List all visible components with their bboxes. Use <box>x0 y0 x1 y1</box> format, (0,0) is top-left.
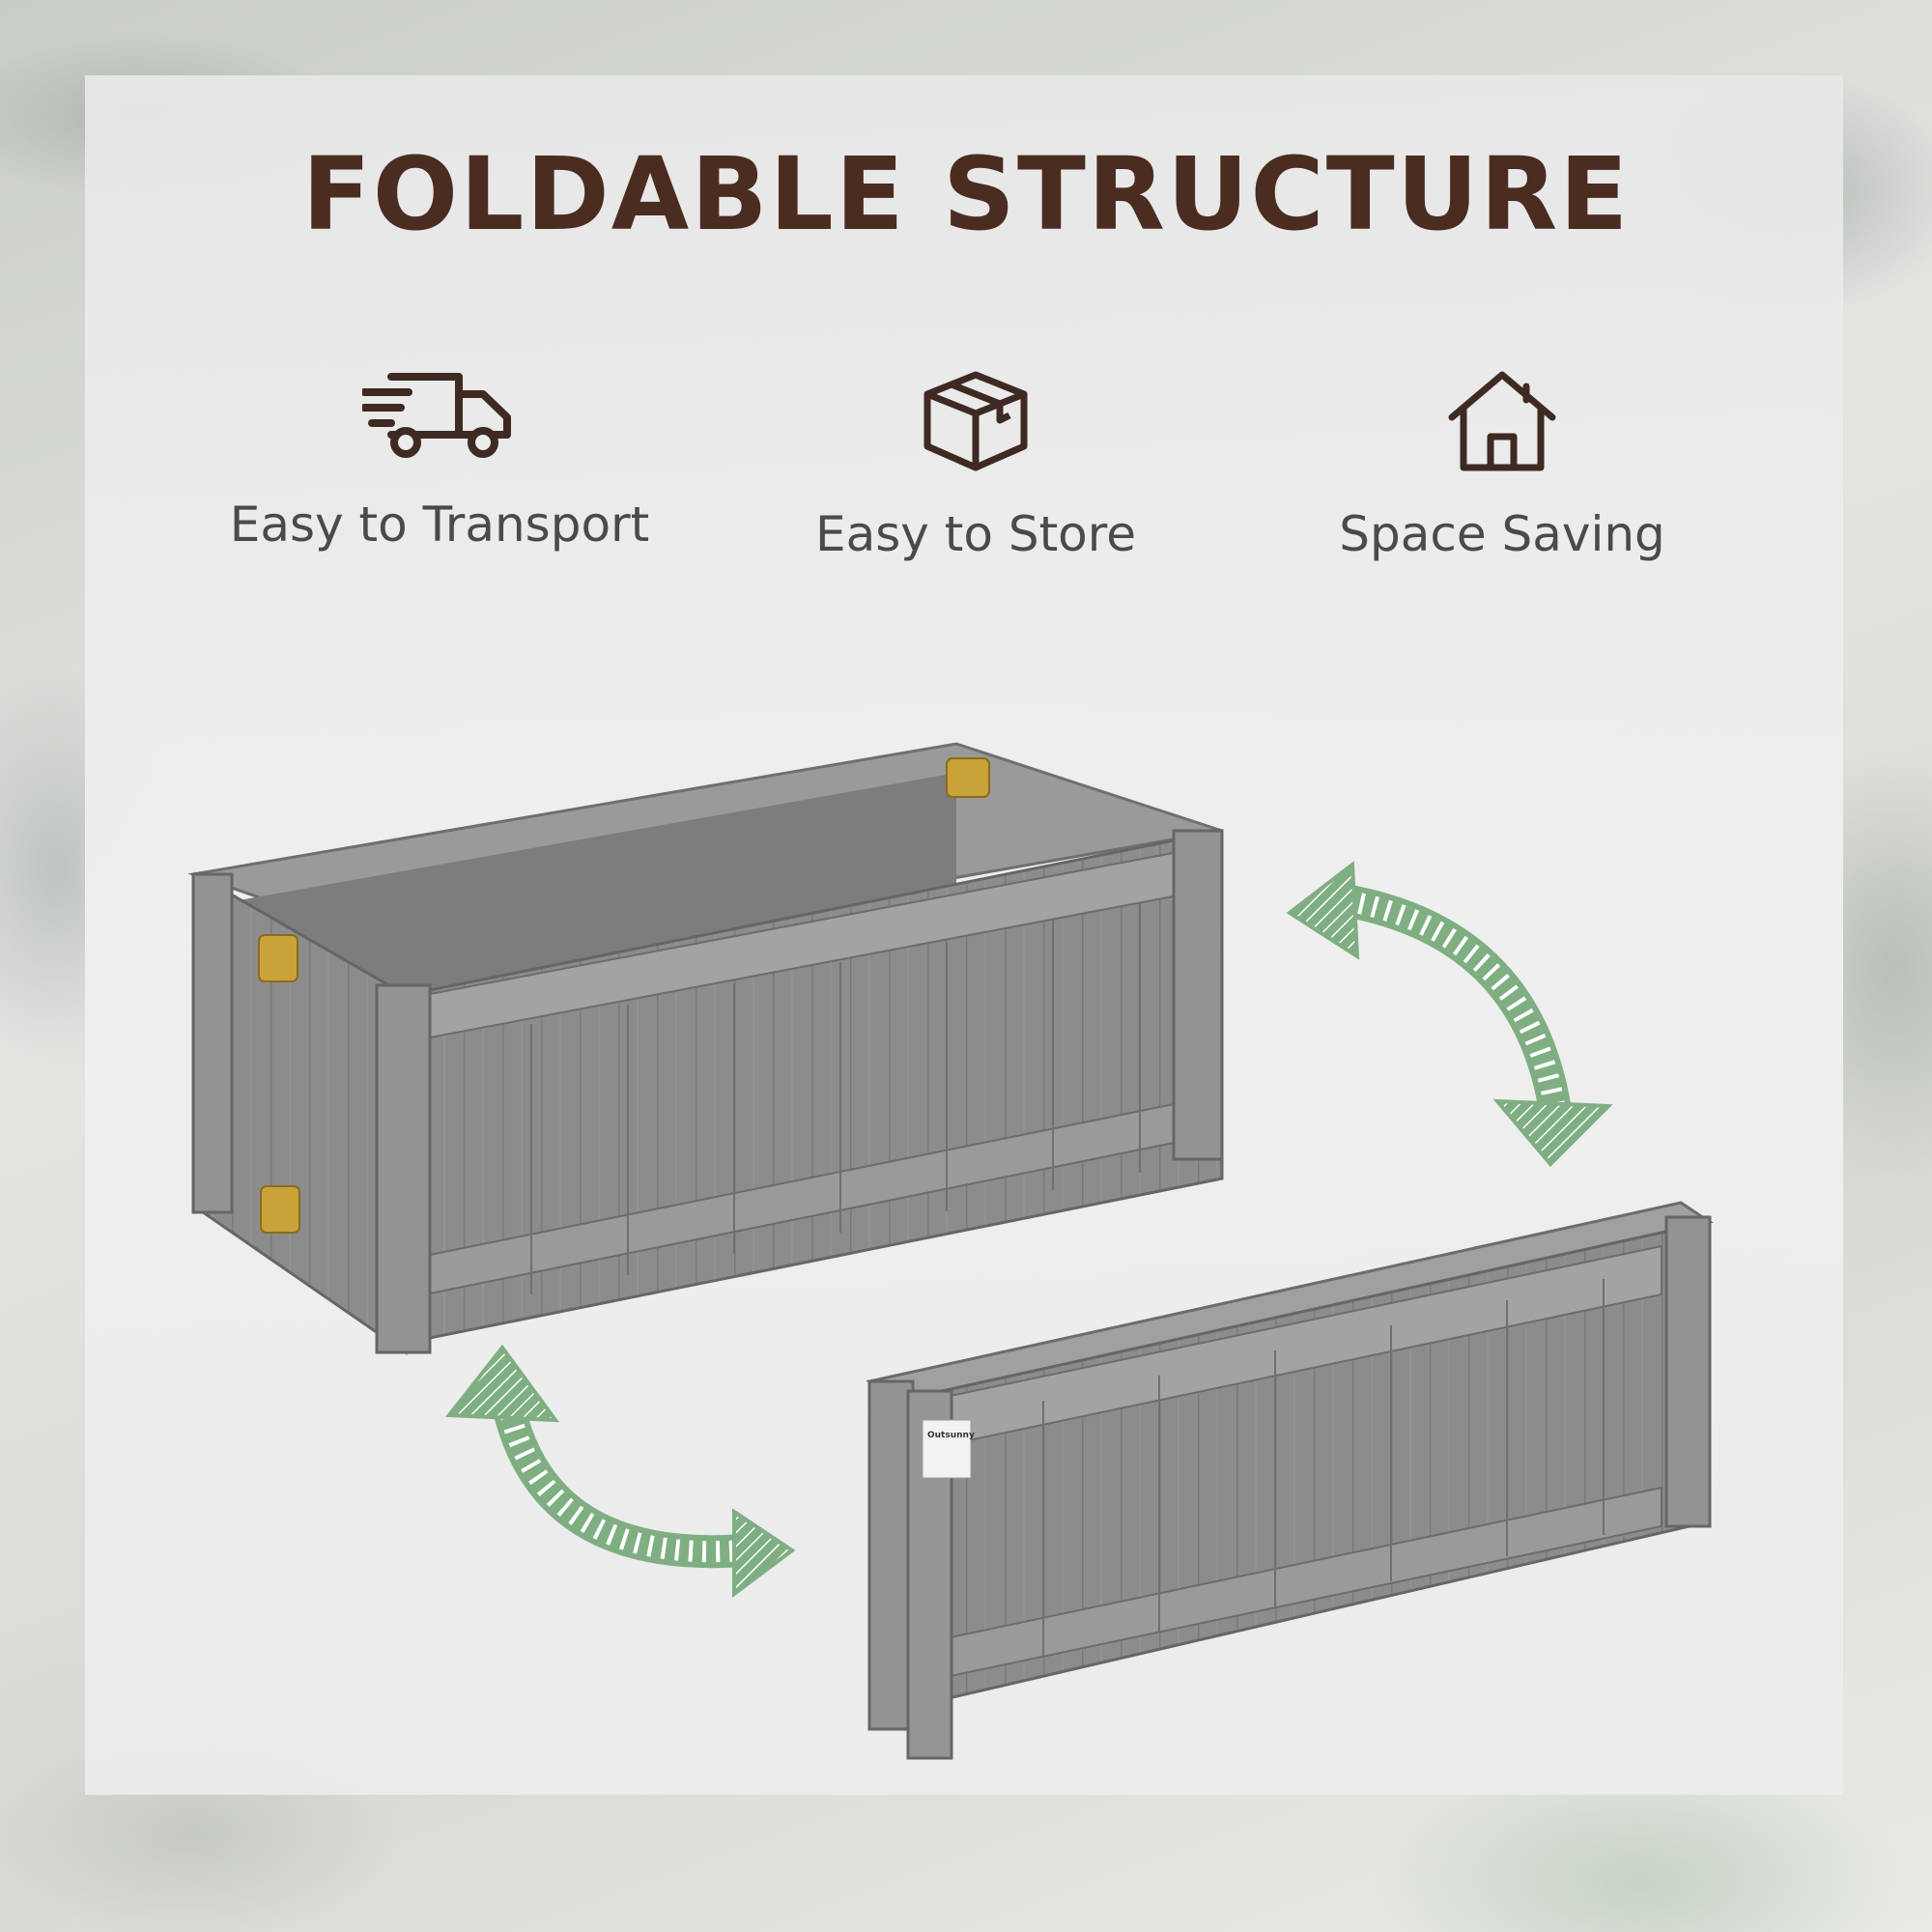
hinge-icon <box>258 934 298 982</box>
feature-label: Easy to Store <box>814 506 1136 562</box>
feature-easy-to-transport: Easy to Transport <box>188 367 691 553</box>
hinge-icon <box>260 1185 300 1234</box>
planter-box-assembled <box>187 742 1224 1355</box>
box-icon <box>923 371 1028 471</box>
feature-easy-to-store: Easy to Store <box>724 367 1227 562</box>
planter-box-folded: Outsunny <box>866 1201 1714 1760</box>
brand-label: Outsunny <box>927 1431 975 1440</box>
truck-icon <box>362 373 511 458</box>
feature-space-saving: Space Saving <box>1251 367 1753 562</box>
hinge-icon <box>946 757 990 798</box>
house-icon <box>1448 371 1556 471</box>
page-title: FOLDABLE STRUCTURE <box>301 135 1631 253</box>
feature-label: Space Saving <box>1339 506 1665 562</box>
fold-arrow-right <box>1286 861 1613 1167</box>
fold-arrow-left <box>445 1344 796 1598</box>
feature-label: Easy to Transport <box>229 497 650 553</box>
